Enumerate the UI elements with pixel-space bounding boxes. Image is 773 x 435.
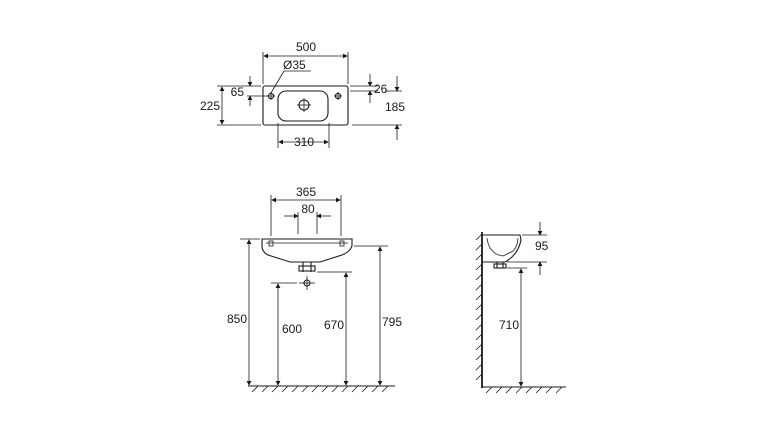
dim-670-label: 670 bbox=[324, 318, 344, 332]
top-bowl-outline bbox=[277, 90, 329, 122]
side-floor-hatch bbox=[485, 386, 563, 394]
dim-65-label: 65 bbox=[231, 85, 245, 99]
dim-500-label: 500 bbox=[296, 40, 316, 54]
side-waste-icon bbox=[493, 263, 507, 269]
dim-95-label: 95 bbox=[535, 239, 549, 253]
side-view: 95 710 bbox=[475, 222, 566, 394]
dim-710-label: 710 bbox=[499, 318, 519, 332]
dim-850-label: 850 bbox=[227, 312, 247, 326]
dim-80-label: 80 bbox=[301, 202, 315, 216]
dim-795-label: 795 bbox=[382, 315, 402, 329]
dim-185-label: 185 bbox=[385, 100, 405, 114]
dim-225-label: 225 bbox=[200, 99, 220, 113]
front-view: 365 80 850 600 670 795 bbox=[227, 185, 402, 393]
top-view: 500 Ø35 65 225 26 185 310 bbox=[200, 40, 405, 149]
dim-diameter-label: Ø35 bbox=[283, 58, 306, 72]
side-wall-hatch bbox=[475, 233, 483, 381]
top-basin-outline bbox=[262, 85, 349, 126]
front-waste-icon bbox=[298, 265, 316, 272]
dim-600-label: 600 bbox=[282, 322, 302, 336]
dim-310-label: 310 bbox=[294, 135, 314, 149]
dim-26-label: 26 bbox=[374, 82, 388, 96]
front-basin-outline bbox=[261, 238, 353, 263]
dim-365-label: 365 bbox=[296, 185, 316, 199]
side-basin-outline bbox=[483, 234, 522, 263]
front-floor-hatch bbox=[251, 385, 389, 393]
